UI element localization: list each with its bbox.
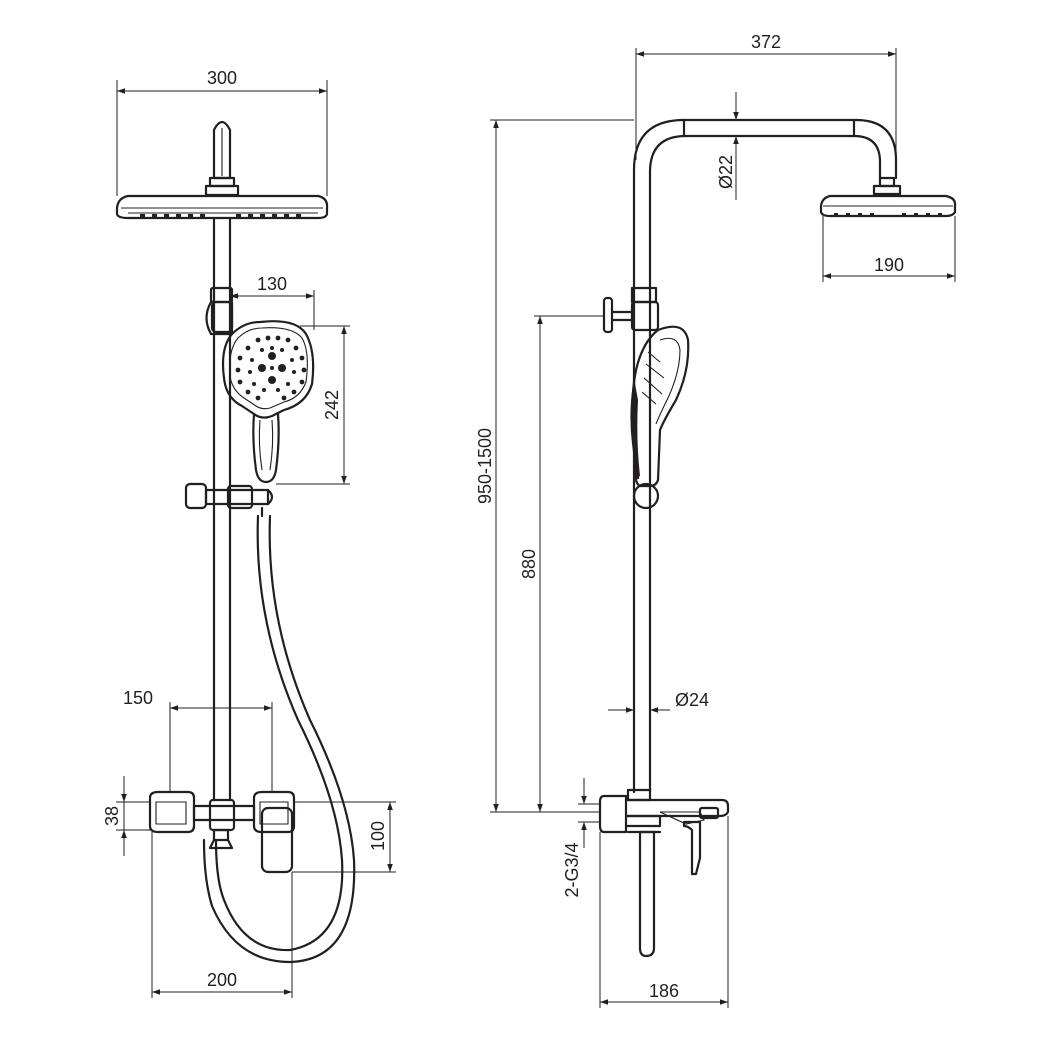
dim-mixer-depth: 186 [649, 981, 679, 1001]
side-holder [602, 286, 660, 334]
dim-hose-width: 200 [207, 970, 237, 990]
side-head-shower [819, 176, 957, 218]
side-hand-shower [630, 325, 690, 510]
dimension-labels: 300 130 242 150 38 100 200 372 Ø22 190 9… [102, 32, 904, 1001]
dim-hand-shower-height: 242 [322, 390, 342, 420]
dim-mixer-lever-height: 100 [368, 821, 388, 851]
dim-head-width-front: 300 [207, 68, 237, 88]
front-riser-pipe [212, 216, 232, 802]
dim-mixer-spacing: 150 [123, 688, 153, 708]
dim-total-height: 950-1500 [475, 428, 495, 504]
front-mixer [148, 790, 296, 874]
side-mixer [598, 788, 730, 958]
front-hand-shower [221, 320, 315, 484]
front-hand-shower-holder [205, 286, 234, 336]
dim-hand-shower-width: 130 [257, 274, 287, 294]
front-hose [202, 514, 356, 964]
dim-head-width-side: 190 [874, 255, 904, 275]
side-riser-and-arm [632, 118, 898, 794]
front-head-stem [204, 120, 240, 197]
front-view [115, 120, 356, 964]
dim-mixer-height: 38 [102, 806, 122, 826]
side-view [598, 118, 957, 958]
dim-pipe-diameter: Ø24 [675, 690, 709, 710]
front-head-shower [115, 194, 329, 220]
dim-arm-diameter: Ø22 [716, 155, 736, 189]
front-slide-holder [184, 482, 274, 518]
dim-holder-height: 880 [519, 549, 539, 579]
dimension-lines [116, 48, 956, 1008]
dim-arm-reach: 372 [751, 32, 781, 52]
dim-inlet-thread: 2-G3/4 [562, 842, 582, 897]
